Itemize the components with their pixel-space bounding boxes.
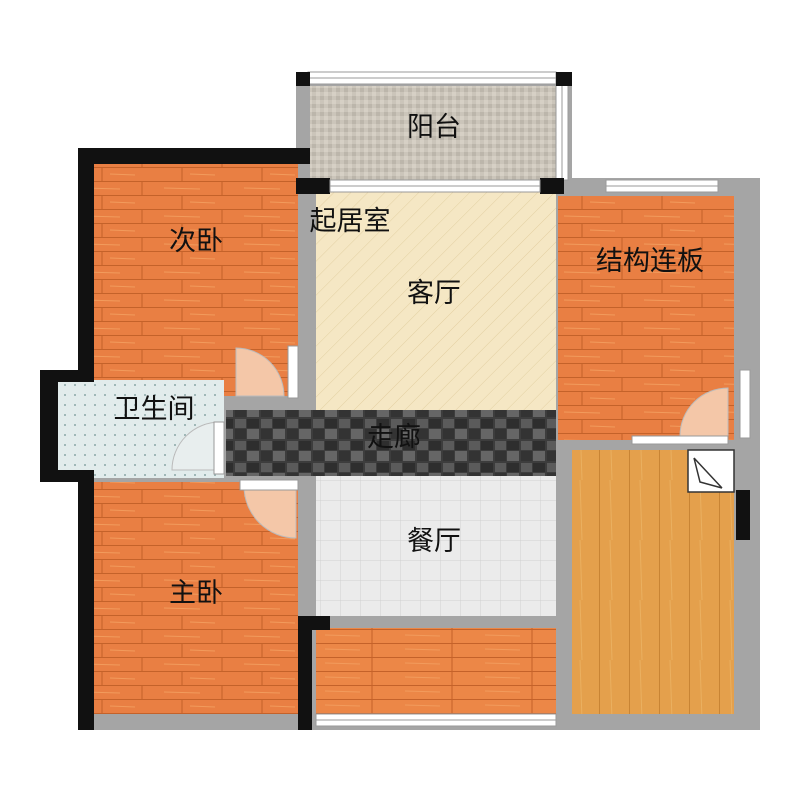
living-area-label: 起居室 — [310, 206, 391, 237]
master-bedroom-door — [243, 485, 297, 539]
bathroom-label: 卫生间 — [114, 394, 195, 425]
master-bedroom-label: 主卧 — [169, 578, 223, 609]
right-lower-room-floor — [572, 450, 734, 714]
wall-black-top — [78, 148, 310, 164]
second-bedroom-door — [235, 347, 285, 397]
dining-room-label: 餐厅 — [407, 526, 461, 557]
right-window — [739, 369, 751, 439]
living-room-label: 客厅 — [407, 278, 461, 309]
second-bedroom-label: 次卧 — [169, 226, 223, 257]
slab-door — [679, 387, 729, 437]
bottom-room-floor — [316, 628, 556, 714]
balcony-label: 阳台 — [407, 112, 461, 143]
corridor-label: 走廊 — [367, 422, 421, 453]
corridor-floor — [226, 410, 556, 476]
structural-slab-label: 结构连板 — [596, 246, 704, 277]
balcony-floor — [310, 86, 558, 182]
living-room-floor — [316, 192, 556, 410]
fixture-icon — [687, 449, 735, 493]
dining-room-floor — [316, 476, 556, 616]
